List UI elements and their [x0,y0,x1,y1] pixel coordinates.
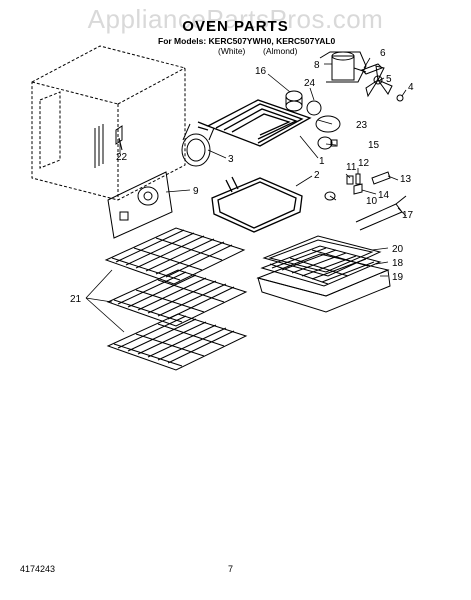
part-10-nut [324,191,336,201]
callout-5: 5 [386,74,392,85]
callout-6: 6 [380,48,386,59]
part-21-oven-rack-bottom [106,313,248,371]
part-9-bracket [107,171,173,239]
callout-15: 15 [368,140,380,151]
callout-4: 4 [408,82,414,93]
callout-23: 23 [356,120,368,131]
models-line: For Models: KERC507YWH0, KERC507YAL0 [158,36,336,46]
part-16-light-socket [285,90,303,112]
part-17-sensor [355,195,407,231]
part-13-bracket [371,171,391,185]
callout-14: 14 [378,190,390,201]
callout-labels: 22 3 9 2 1 16 24 23 15 8 6 5 4 11 12 13 … [70,48,414,305]
part-12-screw [355,173,361,185]
callout-12: 12 [358,158,370,169]
part-4-nut [396,94,404,102]
callout-11: 11 [346,162,357,173]
part-8-fan-motor [319,51,367,83]
callout-24: 24 [304,78,316,89]
part-11-clip [346,175,354,185]
part-23-light-lens [315,115,341,133]
part-21-oven-rack-top [104,227,246,285]
callout-17: 17 [402,210,414,221]
page-title: OVEN PARTS [182,18,289,35]
callout-19: 19 [392,272,404,283]
callout-1: 1 [319,156,325,167]
callout-2: 2 [314,170,320,181]
part-3-fan-shroud [181,123,215,167]
part-2-bake-element [211,176,303,233]
color-almond-label: (Almond) [263,46,298,56]
part-5-fan-blade [365,65,393,98]
callout-22: 22 [116,152,128,163]
oven-cavity [31,45,186,201]
part-22-bracket [115,125,123,151]
part-21-oven-rack-middle [106,269,248,327]
callout-9: 9 [193,186,199,197]
callout-10: 10 [366,196,378,207]
callout-21: 21 [70,294,82,305]
part-15-light-bulb [317,136,338,150]
color-white-label: (White) [218,46,246,56]
callout-leaders [85,57,407,333]
callout-20: 20 [392,244,404,255]
callout-3: 3 [228,154,234,165]
page-number: 7 [228,564,234,574]
cavity-vent-slots [94,124,104,168]
part-6-bracket [361,63,383,75]
part-24-gasket [306,100,322,116]
callout-8: 8 [314,60,320,71]
part-1-broil-element [197,99,312,147]
watermark-text: AppliancePartsPros.com [87,4,384,34]
callout-18: 18 [392,258,404,269]
callout-13: 13 [400,174,412,185]
callout-16: 16 [255,66,267,77]
part-14-plate [353,183,363,195]
document-number: 4174243 [20,564,56,574]
part-19-broiler-pan [256,253,391,313]
